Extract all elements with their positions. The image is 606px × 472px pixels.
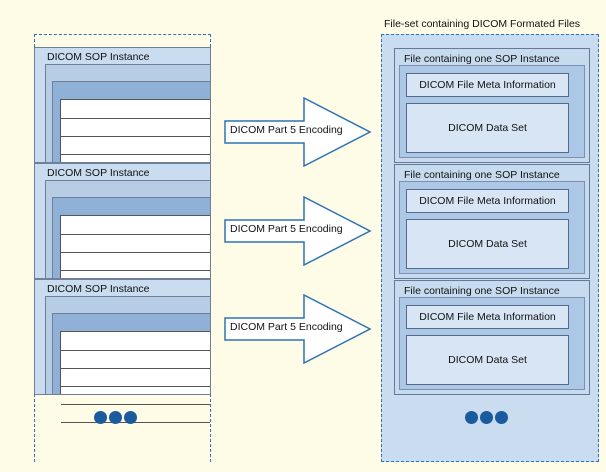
- data-set-box: DICOM Data Set: [406, 103, 569, 153]
- sop-data-rows: [60, 215, 210, 307]
- encoding-arrow-2: DICOM Part 5 Encoding: [224, 196, 372, 266]
- file-2: File containing one SOP Instance DICOM F…: [394, 164, 590, 279]
- arrow-label: DICOM Part 5 Encoding: [230, 321, 343, 333]
- sop-instance-2: DICOM SOP Instance: [34, 163, 211, 307]
- encoding-arrow-1: DICOM Part 5 Encoding: [224, 97, 372, 167]
- sop-instance-3: DICOM SOP Instance: [34, 279, 211, 423]
- file-meta-info-box: DICOM File Meta Information: [406, 189, 569, 213]
- fileset-title: File-set containing DICOM Formated Files: [384, 18, 581, 30]
- file-1: File containing one SOP Instance DICOM F…: [394, 48, 590, 163]
- sop-instance-label: DICOM SOP Instance: [47, 167, 150, 179]
- sop-data-rows: [60, 99, 210, 191]
- sop-data-rows: [60, 331, 210, 423]
- arrow-label: DICOM Part 5 Encoding: [230, 223, 343, 235]
- file-meta-info-box: DICOM File Meta Information: [406, 305, 569, 329]
- data-set-box: DICOM Data Set: [406, 335, 569, 385]
- sop-instance-1: DICOM SOP Instance: [34, 47, 211, 191]
- sop-instance-label: DICOM SOP Instance: [47, 283, 150, 295]
- file-title: File containing one SOP Instance: [404, 53, 560, 65]
- left-guide-line-top: [34, 34, 211, 35]
- file-meta-info-box: DICOM File Meta Information: [406, 73, 569, 97]
- sop-instance-label: DICOM SOP Instance: [47, 51, 150, 63]
- file-3: File containing one SOP Instance DICOM F…: [394, 280, 590, 395]
- file-title: File containing one SOP Instance: [404, 169, 560, 181]
- file-title: File containing one SOP Instance: [404, 285, 560, 297]
- data-set-box: DICOM Data Set: [406, 219, 569, 269]
- arrow-label: DICOM Part 5 Encoding: [230, 124, 343, 136]
- encoding-arrow-3: DICOM Part 5 Encoding: [224, 294, 372, 364]
